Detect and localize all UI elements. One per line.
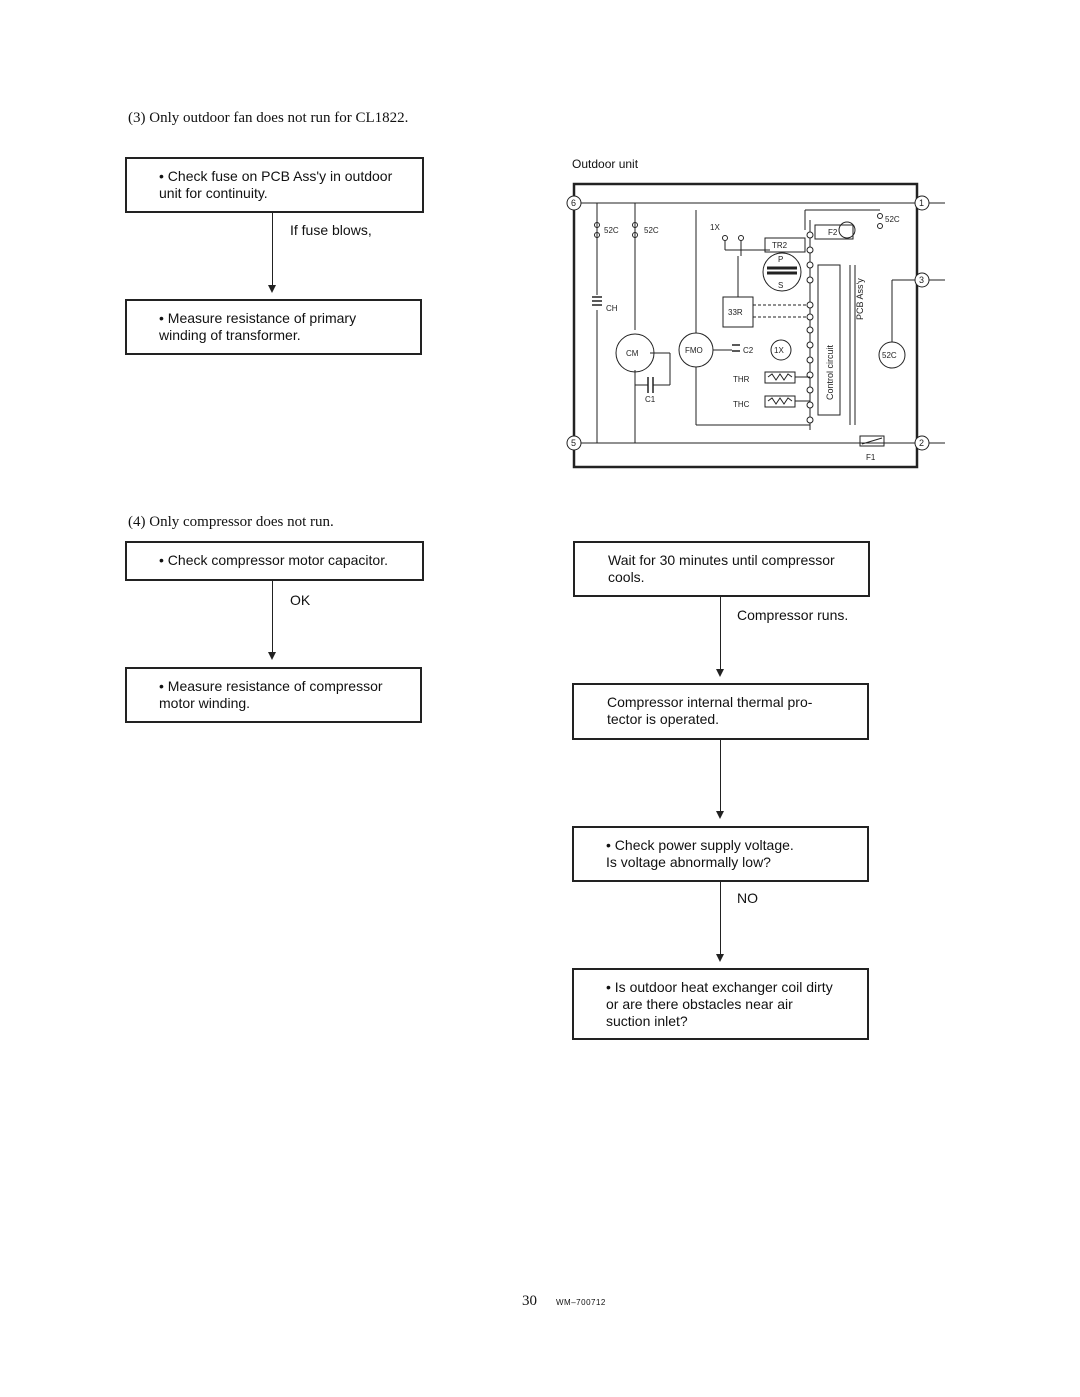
diagram-caption: Outdoor unit — [572, 157, 639, 171]
thermal-protector-box: Compressor internal thermal pro- tector … — [572, 683, 869, 740]
box-line: tector is operated. — [607, 711, 720, 727]
no-label: NO — [737, 890, 758, 906]
document-code: WM–700712 — [556, 1298, 606, 1307]
contact-label: 52C — [885, 215, 900, 224]
arrow-down-icon — [716, 811, 724, 819]
terminal-1 — [914, 195, 930, 211]
pcb-label: PCB Ass'y — [855, 278, 865, 320]
box-line: • Check power supply voltage. — [606, 837, 794, 853]
heat-exchanger-box: • Is outdoor heat exchanger coil dirty o… — [572, 968, 869, 1040]
transformer-coil — [762, 252, 802, 292]
motor-label: FMO — [685, 346, 703, 355]
coil-label: 52C — [882, 351, 897, 360]
box-line: • Is outdoor heat exchanger coil dirty — [606, 979, 833, 995]
fuse-f1 — [859, 435, 885, 447]
fuse-f2 — [814, 224, 854, 240]
fuse-label: F1 — [866, 453, 876, 462]
terminal-5 — [566, 435, 582, 451]
box-line: or are there obstacles near air — [606, 996, 793, 1012]
transformer-box — [764, 237, 806, 253]
terminal-label: 3 — [919, 275, 924, 285]
box-line: cools. — [608, 569, 645, 585]
terminal-6 — [566, 195, 582, 211]
flow-connector — [272, 581, 273, 652]
check-voltage-box: • Check power supply voltage. Is voltage… — [572, 826, 869, 882]
ok-label: OK — [290, 592, 311, 608]
arrow-down-icon — [268, 285, 276, 293]
capacitor-label: C2 — [743, 346, 754, 355]
heater-label: CH — [606, 304, 618, 313]
capacitor-label: C1 — [645, 395, 656, 404]
wait-cool-box: Wait for 30 minutes until compressor coo… — [573, 541, 870, 597]
flow-connector — [720, 882, 721, 954]
unit-frame — [572, 182, 919, 469]
terminal-2 — [914, 435, 930, 451]
terminal-label: 1 — [919, 198, 924, 208]
box-line: unit for continuity. — [159, 185, 268, 201]
condition-label: If fuse blows, — [290, 222, 372, 238]
box-line: suction inlet? — [606, 1013, 688, 1029]
measure-winding-box: • Measure resistance of compressor motor… — [125, 667, 422, 723]
box-line: • Check compressor motor capacitor. — [159, 552, 388, 568]
section4-heading: (4) Only compressor does not run. — [128, 514, 334, 530]
measure-transformer-box: • Measure resistance of primary winding … — [125, 299, 422, 355]
page-number: 30 — [522, 1293, 537, 1309]
primary-label: P — [778, 255, 783, 264]
box-line: Compressor internal thermal pro- — [607, 694, 813, 710]
thermistor-label: THC — [733, 400, 750, 409]
flow-connector — [720, 597, 721, 669]
terminal-label: 2 — [919, 438, 924, 448]
section3-heading: (3) Only outdoor fan does not run for CL… — [128, 110, 409, 126]
arrow-down-icon — [268, 652, 276, 660]
arrow-down-icon — [716, 954, 724, 962]
box-line: • Measure resistance of primary — [159, 310, 357, 326]
box-line: • Check fuse on PCB Ass'y in outdoor — [159, 168, 393, 184]
relay-coil — [770, 339, 792, 361]
transformer-label: TR2 — [772, 241, 788, 250]
box-line: • Measure resistance of compressor — [159, 678, 383, 694]
secondary-label: S — [778, 281, 783, 290]
outdoor-unit-wiring-diagram: 6 5 1 2 3 52C 52C CH CM C1 FMO C2 1X 1X — [566, 182, 945, 469]
control-circuit — [817, 264, 841, 416]
box-line: winding of transformer. — [159, 327, 301, 343]
arrow-down-icon — [716, 669, 724, 677]
control-circuit-label: Control circuit — [825, 344, 835, 400]
terminal-label: 5 — [571, 438, 576, 448]
thermistor-label: THR — [733, 375, 750, 384]
fuse-label: F2 — [828, 228, 838, 237]
check-fuse-box: • Check fuse on PCB Ass'y in outdoor uni… — [125, 157, 424, 213]
check-capacitor-box: • Check compressor motor capacitor. — [125, 541, 424, 581]
relay-label: 1X — [774, 346, 784, 355]
box-line: Wait for 30 minutes until compressor — [608, 552, 835, 568]
box-line: motor winding. — [159, 695, 251, 711]
relay-label: 1X — [710, 223, 720, 232]
motor-label: CM — [626, 349, 639, 358]
box-line: Is voltage abnormally low? — [606, 854, 771, 870]
compressor-runs-label: Compressor runs. — [737, 607, 849, 623]
flow-connector — [272, 213, 273, 285]
contact-label: 52C — [644, 226, 659, 235]
contact-label: 52C — [604, 226, 619, 235]
switch-label: 33R — [728, 308, 743, 317]
flow-connector — [720, 740, 721, 811]
terminal-label: 6 — [571, 198, 576, 208]
